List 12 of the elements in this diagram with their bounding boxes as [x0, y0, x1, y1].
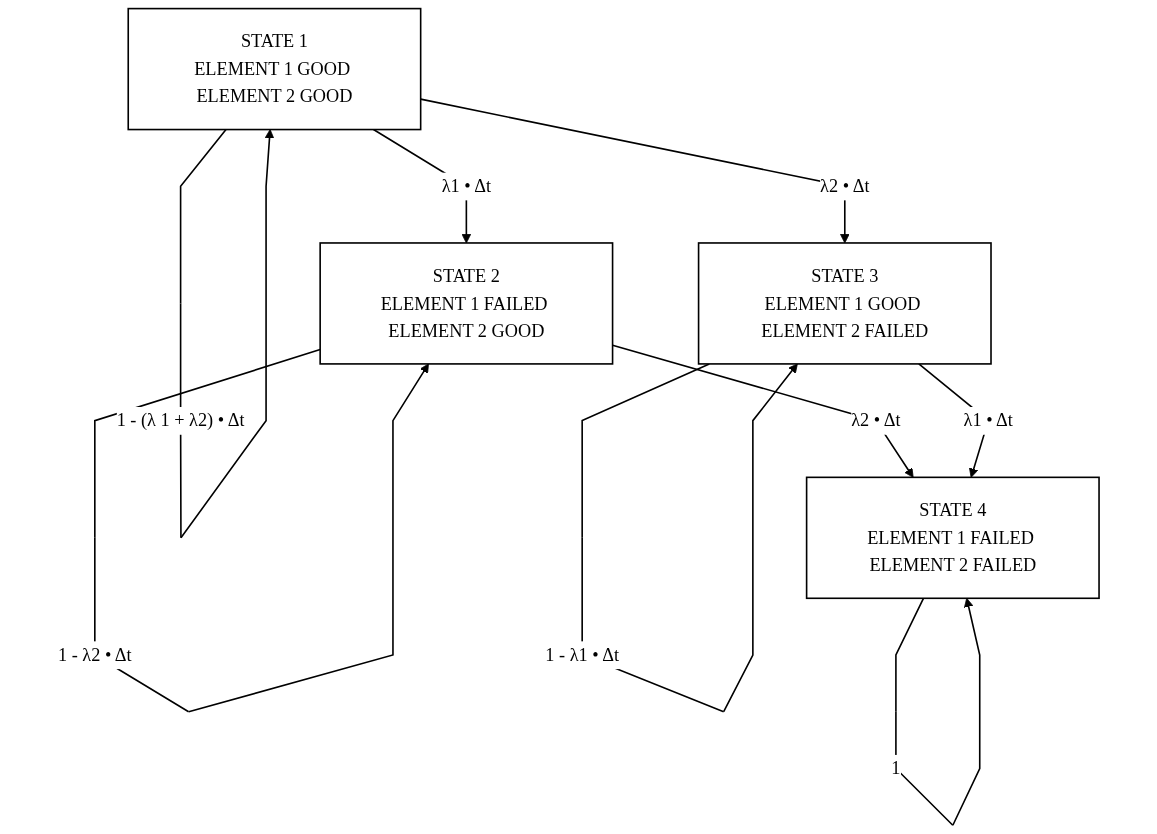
- node-box: STATE 1 ELEMENT 1 GOOD ELEMENT 2 GOOD: [127, 7, 422, 131]
- node-box: STATE 4 ELEMENT 1 FAILED ELEMENT 2 FAILED: [805, 476, 1100, 600]
- edge-label: λ1 • Δt: [441, 175, 492, 197]
- edge-label: λ2 • Δt: [820, 175, 870, 197]
- edge-label: 1 - (λ 1 + λ2) • Δt: [116, 410, 245, 431]
- node-box: STATE 2 ELEMENT 1 FAILED ELEMENT 2 GOOD: [319, 242, 614, 365]
- node-box: STATE 3 ELEMENT 1 GOOD ELEMENT 2 FAILED: [697, 242, 992, 365]
- edge-label: λ1 • Δt: [963, 410, 1013, 431]
- edge-label: 1: [891, 758, 901, 779]
- edge-label: λ2 • Δt: [851, 410, 901, 431]
- edge-label: 1 - λ1 • Δt: [545, 644, 620, 665]
- edge-label: 1 - λ2 • Δt: [57, 644, 132, 665]
